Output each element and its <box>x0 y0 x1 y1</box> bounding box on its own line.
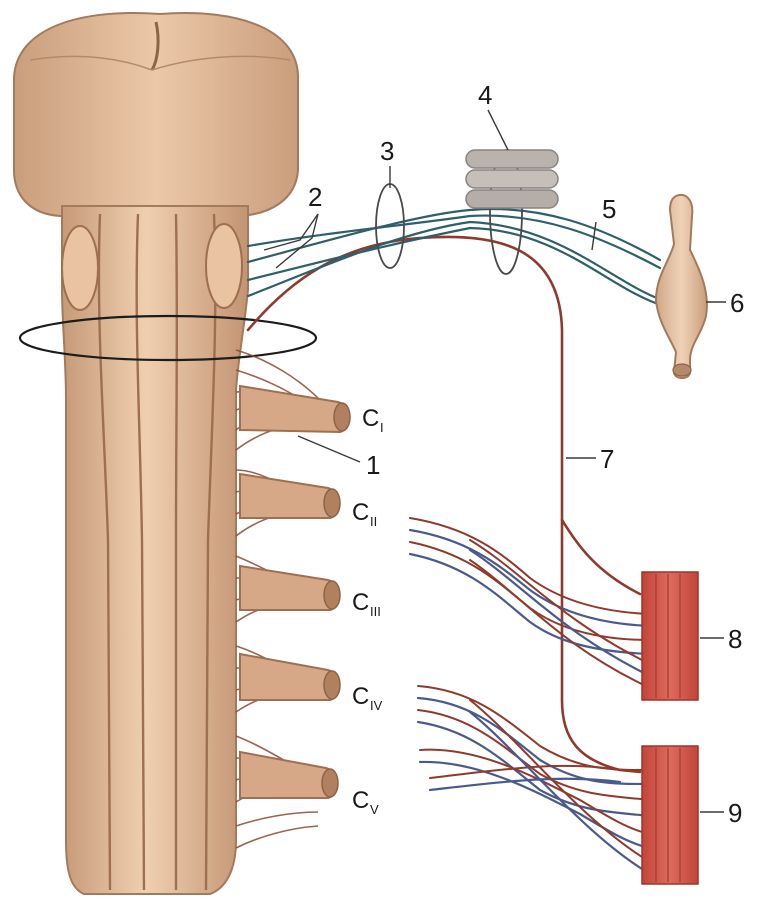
label-4: 4 <box>478 80 492 110</box>
spinal-cord <box>62 206 248 894</box>
label-1: 1 <box>366 450 380 480</box>
svg-text:C: C <box>352 499 369 526</box>
svg-text:V: V <box>370 802 379 817</box>
cervical-branches <box>410 518 650 874</box>
label-5: 5 <box>602 194 616 224</box>
svg-text:IV: IV <box>370 698 383 713</box>
label-8: 8 <box>728 624 742 654</box>
bony-bars <box>466 150 558 208</box>
svg-text:I: I <box>380 420 384 435</box>
label-3: 3 <box>380 136 394 166</box>
ganglion <box>656 195 707 378</box>
root-label-c4: C IV <box>352 683 383 713</box>
muscle-9 <box>642 746 698 884</box>
svg-text:III: III <box>370 604 381 619</box>
label-6: 6 <box>730 288 744 318</box>
svg-text:C: C <box>352 589 369 616</box>
root-label-c3: C III <box>352 589 381 619</box>
label-2: 2 <box>308 182 322 212</box>
svg-text:C: C <box>352 683 369 710</box>
cerebellum <box>14 13 298 216</box>
svg-text:C: C <box>352 787 369 814</box>
label-7: 7 <box>600 444 614 474</box>
svg-text:II: II <box>370 514 377 529</box>
spinal-roots <box>240 386 350 798</box>
label-9: 9 <box>728 798 742 828</box>
svg-text:C: C <box>362 405 379 432</box>
root-label-c2: C II <box>352 499 377 529</box>
muscle-8 <box>642 572 698 700</box>
root-label-c1: C I <box>362 405 384 435</box>
root-label-c5: C V <box>352 787 379 817</box>
